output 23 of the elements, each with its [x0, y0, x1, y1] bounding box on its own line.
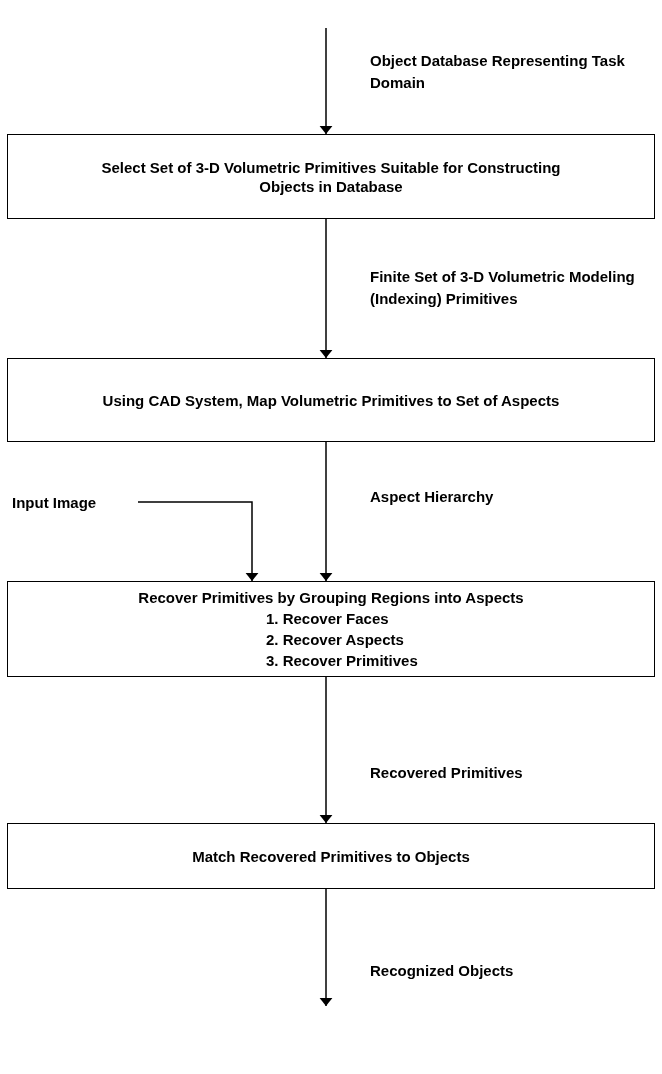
box-title: Select Set of 3-D Volumetric Primitives Suitable for Constructing Objects in Database	[101, 157, 561, 196]
arrow	[319, 27, 333, 135]
process-box	[7, 581, 655, 677]
arrow	[319, 676, 333, 824]
box-title: Match Recovered Primitives to Objects	[192, 846, 470, 866]
list-item: 3. Recover Primitives	[266, 651, 419, 670]
edge-label: Aspect Hierarchy	[370, 487, 495, 507]
box-title: Using CAD System, Map Volumetric Primitives to Set of Aspects	[102, 390, 560, 410]
arrow	[137, 501, 259, 582]
edge-label: Finite Set of 3-D Volumetric Modeling (Indexing) Primitives	[370, 267, 636, 309]
list-item: 1. Recover Faces	[266, 609, 390, 628]
list-item: 2. Recover Aspects	[266, 630, 405, 649]
input-label: Input Image	[12, 492, 97, 512]
process-box	[7, 358, 655, 442]
box-title: Recover Primitives by Grouping Regions into Aspects	[138, 588, 524, 607]
process-box	[7, 134, 655, 219]
arrow	[319, 888, 333, 1007]
edge-label: Recognized Objects	[370, 961, 515, 981]
edge-label: Recovered Primitives	[370, 763, 524, 783]
process-box	[7, 823, 655, 889]
edge-label: Object Database Representing Task Domain	[370, 51, 626, 93]
arrow	[319, 441, 333, 582]
arrow	[319, 218, 333, 359]
